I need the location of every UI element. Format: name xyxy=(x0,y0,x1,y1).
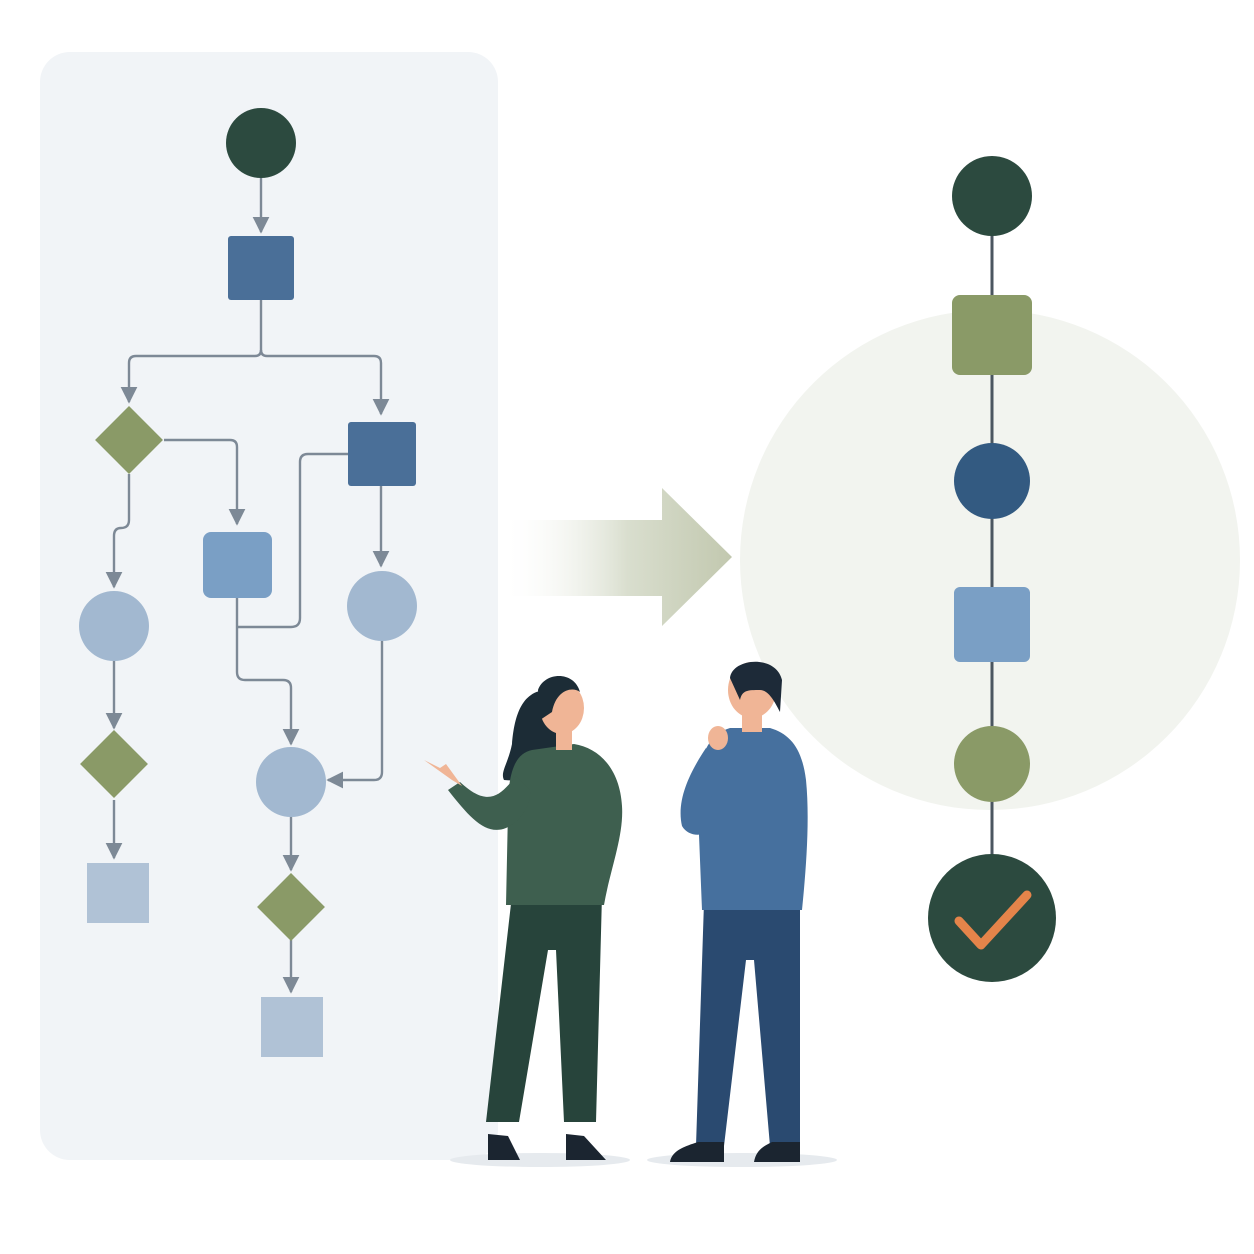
edge-task1-task2 xyxy=(259,349,390,416)
man-jacket xyxy=(697,728,808,910)
simplified-flow-nodes xyxy=(928,156,1056,982)
decision-node-1 xyxy=(95,406,163,474)
node-b xyxy=(347,571,417,641)
transition-arrow xyxy=(500,488,732,626)
man-figure xyxy=(670,661,808,1162)
woman-hand xyxy=(424,760,462,786)
edge-decision1-task3 xyxy=(164,438,246,526)
complex-flowchart-panel xyxy=(40,52,498,1160)
woman-hair-top xyxy=(538,676,580,720)
merge-node xyxy=(256,747,326,817)
woman-shoe-left xyxy=(488,1134,520,1160)
edge-nodeb-merge xyxy=(326,640,384,789)
completion-node xyxy=(928,854,1056,982)
man-shoe-right xyxy=(754,1142,800,1162)
complex-flowchart-connectors xyxy=(105,178,390,994)
task-node-3 xyxy=(203,532,272,598)
simple-step-2 xyxy=(954,443,1030,519)
edge-task3-merge xyxy=(235,598,300,746)
spotlight-circle xyxy=(740,310,1240,810)
decision-node-3 xyxy=(257,873,325,941)
task-node-2 xyxy=(348,422,416,486)
woman-jacket xyxy=(506,744,623,905)
simple-start-node xyxy=(952,156,1032,236)
complex-flowchart-nodes xyxy=(79,108,417,1057)
man-arm xyxy=(680,748,722,835)
task-node-1 xyxy=(228,236,294,300)
woman-figure xyxy=(424,676,623,1160)
simple-step-3 xyxy=(954,587,1030,662)
man-shoe-left xyxy=(670,1142,724,1162)
man-trousers xyxy=(696,902,800,1146)
man-hair xyxy=(730,661,782,712)
woman-arm xyxy=(448,776,531,830)
start-node xyxy=(226,108,296,178)
woman-shoe-right xyxy=(566,1134,606,1160)
simple-step-4 xyxy=(954,726,1030,802)
checkmark-icon xyxy=(954,890,1032,950)
edge-decision1-nodea xyxy=(105,474,131,589)
end-node-1 xyxy=(87,863,149,923)
man-hand xyxy=(708,726,728,750)
node-a xyxy=(79,591,149,661)
edge-task2-task3 xyxy=(237,452,348,629)
woman-trousers xyxy=(486,895,602,1122)
end-node-2 xyxy=(261,997,323,1057)
simple-step-1 xyxy=(952,295,1032,375)
